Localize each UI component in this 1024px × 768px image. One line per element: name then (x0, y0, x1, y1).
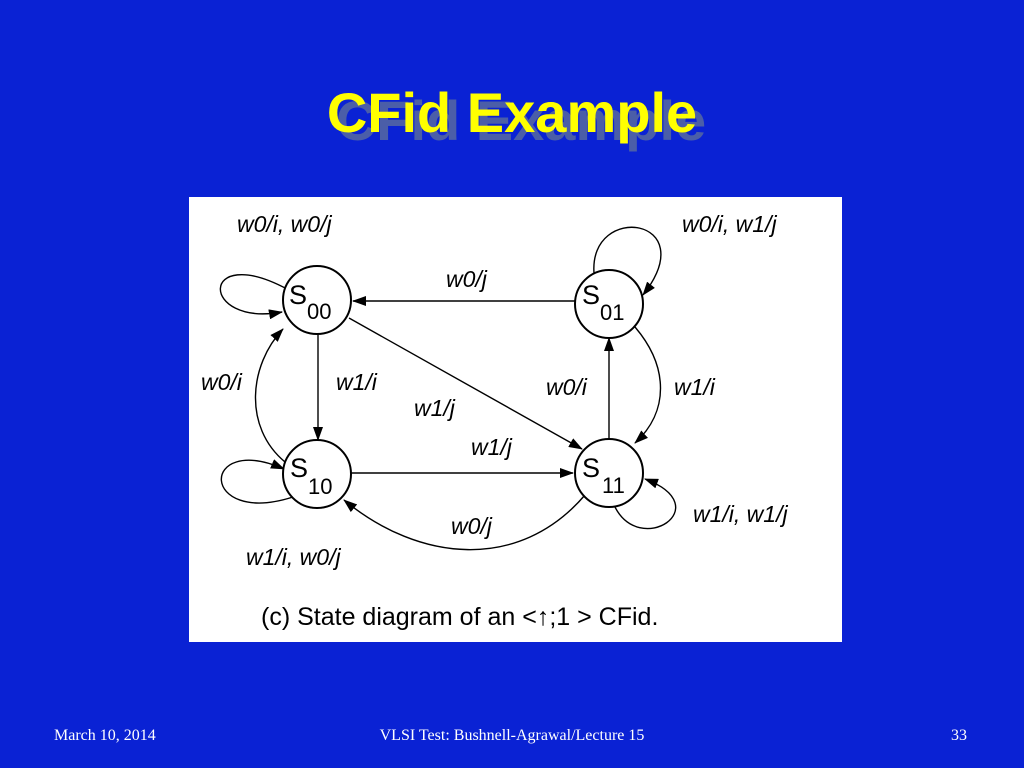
title-area: CFid Example CFid Example (0, 78, 1024, 158)
edge-s10-self (220, 459, 294, 504)
label-s11-to-s01: w0/i (546, 374, 588, 400)
label-s00-to-s10: w1/i (336, 369, 378, 395)
edge-s11-self (613, 478, 677, 530)
label-s01-to-s11: w1/i (674, 374, 716, 400)
state-s11-label: S (582, 453, 600, 483)
state-s10: S 10 (282, 439, 352, 509)
edge-s00-to-s11 (348, 317, 583, 450)
label-s10-self: w1/i, w0/j (246, 544, 341, 570)
label-s11-self: w1/i, w1/j (693, 501, 788, 527)
state-s10-label: S (290, 453, 308, 483)
footer-date: March 10, 2014 (54, 727, 156, 744)
label-s01-to-s00: w0/j (446, 266, 488, 292)
state-s00-subscript: 00 (307, 299, 331, 324)
label-s11-to-s10: w0/j (451, 513, 493, 539)
state-s00-label: S (289, 280, 307, 310)
state-s01: S 01 (574, 269, 644, 339)
slide-title: CFid Example (326, 81, 698, 144)
label-s01-self: w0/i, w1/j (682, 211, 777, 237)
edge-s11-to-s10 (343, 494, 586, 551)
label-s10-to-s00: w0/i (201, 369, 243, 395)
edge-s10-to-s00 (254, 328, 286, 463)
state-s10-subscript: 10 (308, 474, 332, 499)
state-s11-subscript: 11 (602, 473, 625, 498)
edge-s01-self (593, 226, 662, 296)
label-s00-to-s11: w1/j (414, 395, 456, 421)
edge-s01-to-s11 (634, 326, 662, 444)
footer-course: VLSI Test: Bushnell-Agrawal/Lecture 15 (379, 727, 645, 744)
slide-title-shadow: CFid Example (335, 89, 707, 152)
edge-s00-self (219, 274, 288, 320)
state-diagram-figure: S 00 S 01 S 10 S 11 w0/i, w0/j w0/i, w1/… (189, 197, 842, 642)
diagram-caption: (c) State diagram of an <↑;1 > CFid. (261, 603, 658, 631)
footer-page-number: 33 (951, 727, 967, 744)
state-diagram: S 00 S 01 S 10 S 11 w0/i, w0/j w0/i, w1/… (201, 211, 788, 631)
state-s11: S 11 (574, 438, 644, 508)
state-s01-label: S (582, 280, 600, 310)
label-s10-to-s11: w1/j (471, 434, 513, 460)
label-s00-self: w0/i, w0/j (237, 211, 332, 237)
state-s00: S 00 (282, 265, 352, 335)
state-s01-subscript: 01 (600, 300, 624, 325)
